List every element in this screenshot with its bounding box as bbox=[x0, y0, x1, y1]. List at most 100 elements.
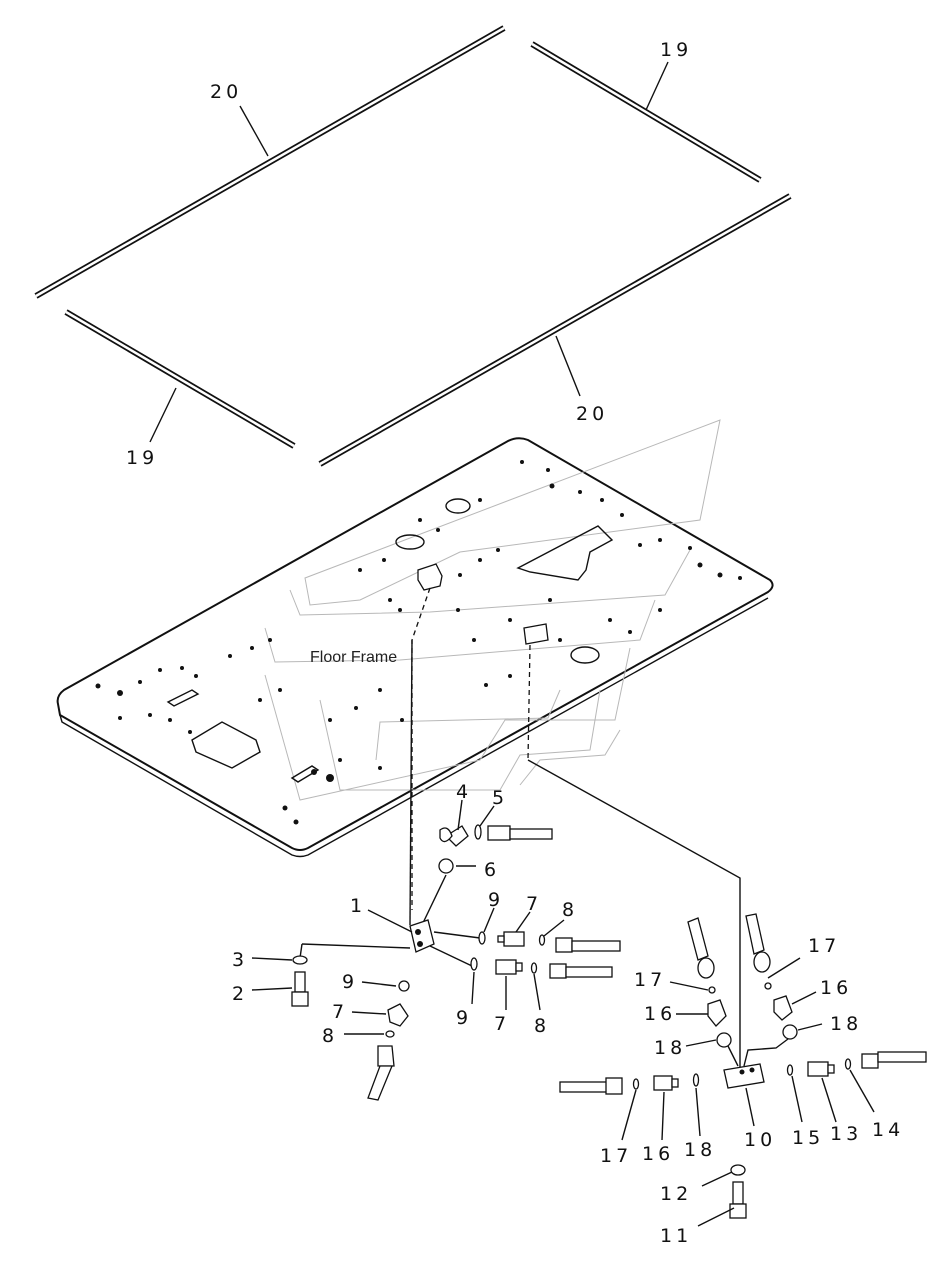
o-ring-8a bbox=[538, 934, 546, 946]
mount-dash-right bbox=[527, 644, 531, 761]
o-ring-17b bbox=[764, 982, 772, 990]
callout-leaders bbox=[251, 799, 875, 1227]
plate-slot-1 bbox=[166, 689, 200, 707]
washer-3 bbox=[292, 955, 308, 965]
callout-7c: 7 bbox=[494, 1013, 510, 1035]
plate-edge-thickness bbox=[59, 597, 769, 858]
callout-19b: 19 bbox=[126, 447, 158, 469]
seal-strip-19-lower bbox=[64, 309, 296, 449]
adapter-7c bbox=[387, 1003, 409, 1027]
hose-connector-17c bbox=[559, 1077, 623, 1095]
floor-frame-label: Floor Frame bbox=[310, 649, 397, 666]
routing-line-right bbox=[527, 759, 741, 1070]
mounting-bracket-right bbox=[523, 623, 549, 645]
callout-14: 14 bbox=[872, 1119, 904, 1141]
leader-20b bbox=[555, 335, 581, 397]
callout-12: 12 bbox=[660, 1183, 692, 1205]
callout-19a: 19 bbox=[660, 39, 692, 61]
callout-8a: 8 bbox=[562, 899, 578, 921]
callout-6: 6 bbox=[484, 859, 500, 881]
o-ring-8b bbox=[530, 962, 538, 974]
leader-19b bbox=[149, 387, 177, 443]
adapter-16a bbox=[707, 999, 727, 1027]
hose-connector-right-upper-a bbox=[687, 917, 715, 979]
callout-16c: 16 bbox=[642, 1143, 674, 1165]
callout-3: 3 bbox=[232, 949, 248, 971]
callout-17a: 17 bbox=[634, 969, 666, 991]
adapter-16c bbox=[653, 1075, 679, 1091]
hose-connector-right-upper-b bbox=[745, 913, 771, 973]
o-ring-9a bbox=[478, 931, 486, 945]
line-block-to-9 bbox=[433, 931, 481, 939]
plate-hole-oval-1 bbox=[445, 498, 471, 514]
plate-bolt-holes bbox=[95, 460, 742, 825]
callout-10: 10 bbox=[744, 1129, 776, 1151]
washer-12 bbox=[730, 1164, 746, 1176]
callout-18a: 18 bbox=[654, 1037, 686, 1059]
callout-7a: 7 bbox=[526, 893, 542, 915]
leader-19a bbox=[645, 61, 669, 111]
plate-slot-2 bbox=[290, 765, 320, 783]
callout-20b: 20 bbox=[576, 403, 608, 425]
adapter-16b bbox=[773, 995, 793, 1021]
seal-strip-19-upper bbox=[530, 41, 762, 183]
o-ring-8c bbox=[385, 1030, 395, 1038]
callout-17c: 17 bbox=[600, 1145, 632, 1167]
mount-dash-left bbox=[411, 587, 431, 910]
o-ring-14 bbox=[844, 1058, 852, 1070]
bolt-11 bbox=[729, 1181, 747, 1219]
routing-line-left bbox=[409, 639, 413, 926]
hose-connector-upper bbox=[487, 825, 553, 841]
callout-18b: 18 bbox=[830, 1013, 862, 1035]
callout-17b: 17 bbox=[808, 935, 840, 957]
plate-cutout-square bbox=[191, 721, 261, 769]
o-ring-5 bbox=[474, 824, 482, 840]
callout-5: 5 bbox=[492, 787, 508, 809]
callout-8b: 8 bbox=[322, 1025, 338, 1047]
callout-7b: 7 bbox=[332, 1001, 348, 1023]
line-block-to-3 bbox=[301, 943, 411, 949]
leader-20a bbox=[239, 105, 269, 157]
line-block-to-9b bbox=[429, 945, 473, 967]
valve-block-1 bbox=[409, 919, 435, 953]
hose-connector-lower-left bbox=[367, 1045, 395, 1101]
o-ring-6 bbox=[438, 858, 454, 874]
callout-13: 13 bbox=[830, 1123, 862, 1145]
o-ring-18b bbox=[782, 1024, 798, 1040]
mounting-bracket-left bbox=[417, 563, 443, 591]
adapter-7a bbox=[497, 931, 525, 947]
line-18b-block bbox=[743, 1038, 789, 1067]
hose-connector-8b bbox=[549, 963, 613, 979]
hose-connector-8a bbox=[555, 937, 621, 953]
callout-9a: 9 bbox=[488, 889, 504, 911]
callout-9c: 9 bbox=[456, 1007, 472, 1029]
o-ring-17a bbox=[708, 986, 716, 994]
floor-frame-plate bbox=[56, 437, 774, 851]
plate-cutout-pedal bbox=[516, 525, 614, 581]
o-ring-17c bbox=[632, 1078, 640, 1090]
bolt-2 bbox=[291, 971, 309, 1007]
callout-20a: 20 bbox=[210, 81, 242, 103]
adapter-13 bbox=[807, 1061, 835, 1077]
plate-hole-round-1 bbox=[395, 534, 425, 550]
seal-strip-20-lower bbox=[318, 193, 792, 467]
callout-11: 11 bbox=[660, 1225, 692, 1247]
hose-connector-14 bbox=[861, 1051, 927, 1069]
adapter-7b bbox=[495, 959, 523, 975]
o-ring-9c bbox=[398, 980, 410, 992]
o-ring-9b bbox=[470, 957, 478, 971]
callout-8c: 8 bbox=[534, 1015, 550, 1037]
seal-strip-20-upper bbox=[34, 25, 506, 299]
callout-2: 2 bbox=[232, 983, 248, 1005]
callout-9b: 9 bbox=[342, 971, 358, 993]
callout-16b: 16 bbox=[820, 977, 852, 999]
elbow-fitting-4 bbox=[439, 825, 469, 847]
callout-15: 15 bbox=[792, 1127, 824, 1149]
line-6-to-block bbox=[421, 874, 447, 926]
o-ring-18a bbox=[716, 1032, 732, 1048]
o-ring-18c bbox=[692, 1073, 700, 1087]
line-18a-block bbox=[727, 1045, 739, 1067]
callout-1: 1 bbox=[350, 895, 366, 917]
